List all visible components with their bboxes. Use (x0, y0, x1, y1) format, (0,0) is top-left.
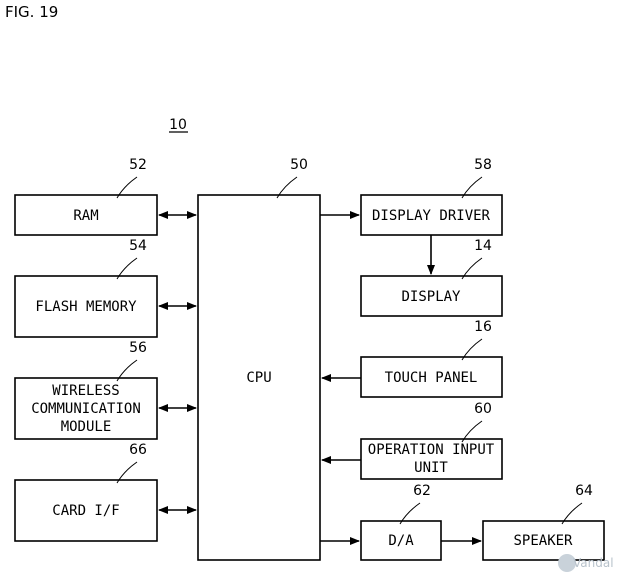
touch-panel-label: TOUCH PANEL (385, 370, 478, 386)
speaker-block: SPEAKER (482, 520, 605, 561)
wireless-label-line2: COMMUNICATION (31, 401, 141, 417)
ram-box (14, 194, 158, 236)
wireless-module-block: WIRELESS COMMUNICATION MODULE (14, 377, 158, 440)
display-block: DISPLAY (360, 275, 503, 317)
card-if-ref-number: 66 (129, 442, 147, 458)
figure-label: FIG. 19 (5, 3, 58, 21)
flash-memory-ref-number: 54 (129, 238, 147, 254)
ram-ref-number: 52 (129, 157, 147, 173)
operation-input-label-line1: OPERATION INPUT (368, 442, 495, 458)
cpu-label: CPU (246, 370, 271, 386)
display-driver-ref-number: 58 (474, 157, 492, 173)
da-box (360, 520, 442, 561)
watermark-text: Vandal (573, 556, 614, 570)
wireless-leader-line (116, 359, 138, 382)
display-leader-line (461, 257, 483, 280)
card-if-block: CARD I/F (14, 479, 158, 542)
display-box (360, 275, 503, 317)
da-leader-line (399, 502, 421, 525)
ram-block: RAM (14, 194, 158, 236)
display-ref-number: 14 (474, 238, 492, 254)
ram-leader-line (116, 176, 138, 199)
operation-input-leader-line (461, 420, 483, 443)
touch-panel-block: TOUCH PANEL (360, 356, 503, 398)
speaker-label: SPEAKER (513, 533, 573, 549)
card-if-label: CARD I/F (52, 503, 119, 519)
wireless-label-line1: WIRELESS (52, 383, 119, 399)
card-if-leader-line (116, 461, 138, 484)
cpu-block: CPU (197, 194, 321, 561)
vandal-watermark: Vandal (558, 554, 614, 572)
display-driver-leader-line (461, 176, 483, 199)
da-label: D/A (388, 533, 414, 549)
flash-memory-block: FLASH MEMORY (14, 275, 158, 338)
touch-panel-ref-number: 16 (474, 319, 492, 335)
speaker-leader-line (561, 502, 583, 525)
watermark-logo-icon (558, 554, 576, 572)
speaker-ref-number: 64 (575, 483, 593, 499)
flash-memory-box (14, 275, 158, 338)
wireless-module-box (14, 377, 158, 440)
speaker-box (482, 520, 605, 561)
wireless-label-line3: MODULE (61, 419, 112, 435)
display-driver-label: DISPLAY DRIVER (372, 208, 491, 224)
flash-memory-label: FLASH MEMORY (35, 299, 137, 315)
cpu-leader-line (276, 176, 298, 199)
device-ref-number: 10 (169, 117, 187, 133)
da-block: D/A (360, 520, 442, 561)
touch-panel-box (360, 356, 503, 398)
operation-input-box (360, 438, 503, 480)
wireless-ref-number: 56 (129, 340, 147, 356)
operation-input-ref-number: 60 (474, 401, 492, 417)
cpu-ref-number: 50 (290, 157, 308, 173)
flash-memory-leader-line (116, 257, 138, 280)
ram-label: RAM (73, 208, 98, 224)
display-driver-box (360, 194, 503, 236)
touch-panel-leader-line (461, 338, 483, 361)
operation-input-block: OPERATION INPUT UNIT (360, 438, 503, 480)
operation-input-label-line2: UNIT (414, 460, 448, 476)
display-driver-block: DISPLAY DRIVER (360, 194, 503, 236)
cpu-box (197, 194, 321, 561)
card-if-box (14, 479, 158, 542)
display-label: DISPLAY (401, 289, 461, 305)
da-ref-number: 62 (413, 483, 431, 499)
